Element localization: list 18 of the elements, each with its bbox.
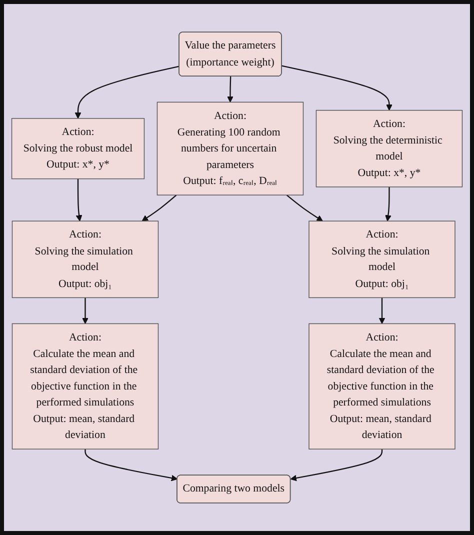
node-box: Action: Solving the simulation model Output: obj₁: [308, 220, 456, 298]
node-box: Action: Calculate the mean and standard deviation of the objective function in the performed simulations Output: mean, standard deviation: [12, 323, 159, 450]
node-box: Action: Solving the robust model Output: x*, y*: [11, 118, 145, 180]
arrow: [82, 298, 88, 324]
arrow: [290, 449, 383, 482]
node-box: Action: Solving the simulation model Output: obj₁: [12, 220, 159, 298]
arrow: [378, 298, 386, 324]
arrow: [286, 194, 323, 222]
node-box: Action: Solving the deterministic model Output: x*, y*: [316, 110, 463, 188]
arrow: [282, 65, 392, 111]
node-box: Action: Calculate the mean and standard deviation of the objective function in the performed simulations Output: mean, standard deviation: [308, 323, 456, 450]
node-box: Action: Generating 100 random numbers for uncertain parameters Output: fᵣₑₐₗ, cᵣₑₐₗ, Dᵣₑₐₗ: [156, 102, 304, 196]
arrow: [84, 449, 178, 482]
arrow: [74, 66, 180, 119]
arrow: [76, 178, 82, 222]
arrow: [385, 186, 392, 222]
arrow: [227, 76, 234, 102]
arrow: [142, 194, 177, 222]
